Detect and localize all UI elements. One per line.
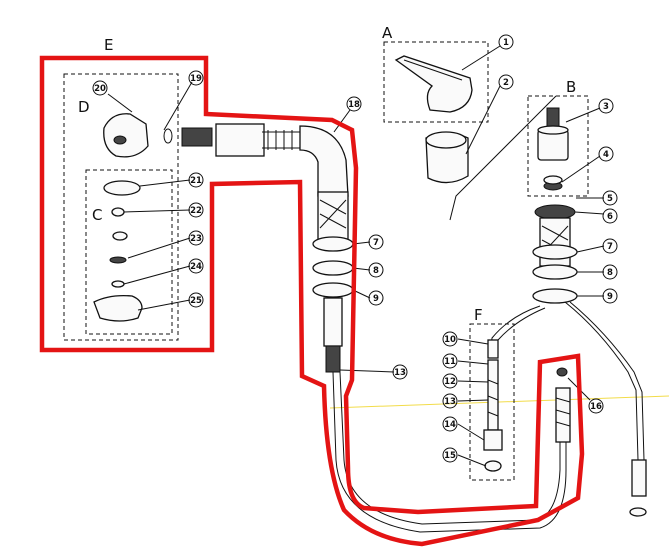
callout-25: 25 — [188, 292, 204, 308]
callout-4: 4 — [598, 146, 614, 162]
callout-13-left: 13 — [392, 364, 408, 380]
svg-text:1: 1 — [503, 38, 509, 48]
group-f-label: F — [474, 306, 483, 324]
group-b-label: B — [566, 78, 576, 96]
svg-text:9: 9 — [373, 294, 379, 304]
svg-text:8: 8 — [607, 268, 613, 278]
callout-10-hose: 10 — [442, 331, 458, 347]
callout-15: 15 — [442, 447, 458, 463]
svg-text:20: 20 — [94, 84, 106, 94]
svg-text:25: 25 — [190, 296, 202, 306]
svg-text:24: 24 — [190, 262, 202, 272]
callout-9-right: 9 — [602, 288, 618, 304]
small-nut — [543, 175, 563, 191]
svg-text:16: 16 — [590, 402, 602, 412]
callout-2: 2 — [498, 74, 514, 90]
callout-9-left: 9 — [368, 290, 384, 306]
svg-text:23: 23 — [190, 234, 202, 244]
handle-cap — [425, 131, 469, 184]
svg-text:7: 7 — [373, 238, 379, 248]
svg-text:12: 12 — [444, 377, 456, 387]
svg-text:21: 21 — [190, 176, 202, 186]
callout-11: 11 — [442, 353, 458, 369]
spout-washers — [532, 244, 578, 304]
callout-6: 6 — [602, 208, 618, 224]
svg-text:5: 5 — [607, 194, 613, 204]
connector-nut — [163, 123, 300, 157]
svg-text:3: 3 — [603, 102, 609, 112]
svg-text:15: 15 — [444, 451, 456, 461]
fitting-right — [629, 459, 647, 517]
group-f-box — [469, 323, 515, 481]
group-d-label: D — [78, 98, 90, 116]
hose-set — [483, 339, 503, 472]
callout-21: 21 — [188, 172, 204, 188]
callout-16: 16 — [588, 398, 604, 414]
group-c-label: C — [92, 206, 102, 224]
svg-text:4: 4 — [603, 150, 609, 160]
aerator-parts-c — [93, 180, 143, 322]
callout-23: 23 — [188, 230, 204, 246]
svg-text:13: 13 — [444, 397, 456, 407]
svg-text:7: 7 — [607, 242, 613, 252]
callout-8-right: 8 — [602, 264, 618, 280]
callout-24: 24 — [188, 258, 204, 274]
highlight-outline — [39, 55, 585, 547]
elbow-washers — [312, 236, 354, 298]
hose-fitting-middle — [555, 367, 571, 443]
group-e-label: E — [104, 36, 113, 54]
svg-text:10: 10 — [444, 335, 456, 345]
lever-handle — [394, 55, 473, 113]
svg-text:18: 18 — [348, 100, 360, 110]
callout-7-right: 7 — [602, 238, 618, 254]
guide-line — [329, 395, 669, 409]
svg-text:2: 2 — [503, 78, 509, 88]
svg-text:19: 19 — [190, 74, 202, 84]
long-shank — [323, 297, 343, 373]
cartridge — [537, 107, 569, 161]
svg-text:11: 11 — [444, 357, 456, 367]
group-a-box — [383, 41, 489, 123]
svg-text:22: 22 — [190, 206, 202, 216]
group-a-label: A — [382, 24, 393, 42]
svg-text:14: 14 — [444, 420, 456, 430]
callout-12: 12 — [442, 373, 458, 389]
swivel-elbow — [299, 125, 349, 241]
group-c-box — [85, 169, 173, 335]
group-d-box — [63, 73, 179, 341]
callout-1: 1 — [498, 34, 514, 50]
callout-13-hose: 13 — [442, 393, 458, 409]
callout-22: 22 — [188, 202, 204, 218]
group-b-box — [527, 95, 589, 197]
svg-text:6: 6 — [607, 212, 613, 222]
callout-14: 14 — [442, 416, 458, 432]
aerator-head — [103, 113, 149, 158]
svg-text:13: 13 — [394, 368, 406, 378]
callout-20: 20 — [92, 80, 108, 96]
callout-3: 3 — [598, 98, 614, 114]
svg-text:9: 9 — [607, 292, 613, 302]
callout-5: 5 — [602, 190, 618, 206]
callout-18: 18 — [346, 96, 362, 112]
callout-7-left: 7 — [368, 234, 384, 250]
svg-text:8: 8 — [373, 266, 379, 276]
callout-8-left: 8 — [368, 262, 384, 278]
callout-19: 19 — [188, 70, 204, 86]
